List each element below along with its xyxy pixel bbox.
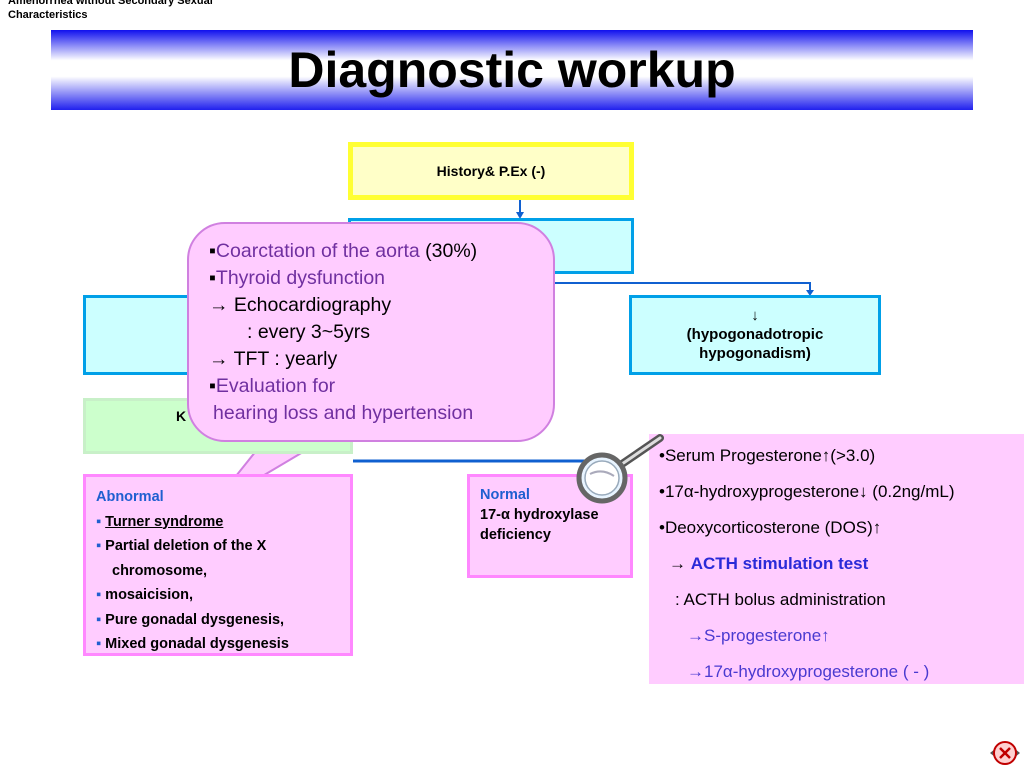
history-label: History& P.Ex (-) bbox=[436, 163, 546, 179]
callout-line-evaluation: ▪Evaluation for bbox=[209, 375, 336, 397]
normal-box: Normal 17-α hydroxylase deficiency bbox=[467, 474, 633, 578]
hypogonadotropic-box: ↓ (hypogonadotropic hypogonadism) bbox=[629, 295, 881, 375]
17-alpha-hydroxylase-panel: •Serum Progesterone↑(>3.0) •17α-hydroxyp… bbox=[649, 434, 1024, 684]
callout-line-thyroid: ▪Thyroid dysfunction bbox=[209, 267, 386, 289]
slide-title: Diagnostic workup bbox=[288, 42, 736, 98]
history-box: History& P.Ex (-) bbox=[348, 142, 634, 200]
callout-line-hearing: hearing loss and hypertension bbox=[213, 402, 474, 424]
magnifier-icon bbox=[576, 434, 664, 504]
abnormal-item-mixed-gonadal: ▪ Mixed gonadal dysgenesis bbox=[96, 636, 289, 652]
abnormal-item-mosaicism: ▪ mosaicision, bbox=[96, 587, 194, 603]
panel-line-s-progesterone: →S-progesterone↑ bbox=[687, 626, 830, 645]
connector-mid-right bbox=[519, 274, 811, 292]
right-box-arrow: ↓ bbox=[751, 307, 759, 324]
abnormal-item-chromosome: chromosome, bbox=[112, 562, 208, 579]
abnormal-box: Abnormal ▪ Turner syndrome ▪ Partial del… bbox=[83, 474, 353, 656]
panel-line-17oh: •17α-hydroxyprogesterone↓ (0.2ng/mL) bbox=[659, 482, 955, 501]
callout-line-tft: → TFT : yearly bbox=[209, 348, 338, 370]
normal-text: 17-α hydroxylase deficiency bbox=[480, 507, 599, 543]
header-note: Amenorrhea without Secondary Sexual Char… bbox=[8, 0, 213, 21]
panel-line-acth-bolus: : ACTH bolus administration bbox=[675, 590, 886, 609]
karyotype-label: K bbox=[176, 408, 187, 424]
callout-line-coarctation: ▪Coarctation of the aorta (30%) bbox=[209, 240, 478, 262]
arrowhead-right bbox=[806, 290, 814, 296]
abnormal-item-partial-deletion: ▪ Partial deletion of the X bbox=[96, 538, 267, 554]
arrowhead-mid bbox=[516, 212, 524, 219]
title-banner: Diagnostic workup bbox=[51, 30, 973, 110]
abnormal-item-pure-gonadal: ▪ Pure gonadal dysgenesis, bbox=[96, 611, 285, 628]
abnormal-heading: Abnormal bbox=[96, 489, 164, 505]
turner-callout: ▪Coarctation of the aorta (30%) ▪Thyroid… bbox=[187, 222, 555, 442]
normal-heading: Normal bbox=[480, 487, 530, 503]
panel-line-acth-test: → ACTH stimulation test bbox=[669, 554, 869, 573]
right-box-line2: hypogonadism) bbox=[699, 345, 811, 362]
right-box-line1: (hypogonadotropic bbox=[686, 326, 824, 343]
callout-line-echo: → Echocardiography bbox=[209, 294, 392, 316]
panel-line-17oh-result: →17α-hydroxyprogesterone ( - ) bbox=[687, 662, 930, 681]
panel-line-doc: •Deoxycorticosterone (DOS)↑ bbox=[659, 518, 882, 537]
close-circle-icon[interactable] bbox=[990, 740, 1020, 766]
callout-line-every: : every 3~5yrs bbox=[247, 321, 371, 343]
panel-line-progesterone: •Serum Progesterone↑(>3.0) bbox=[659, 446, 876, 465]
abnormal-item-turner: ▪ Turner syndrome bbox=[96, 513, 224, 530]
